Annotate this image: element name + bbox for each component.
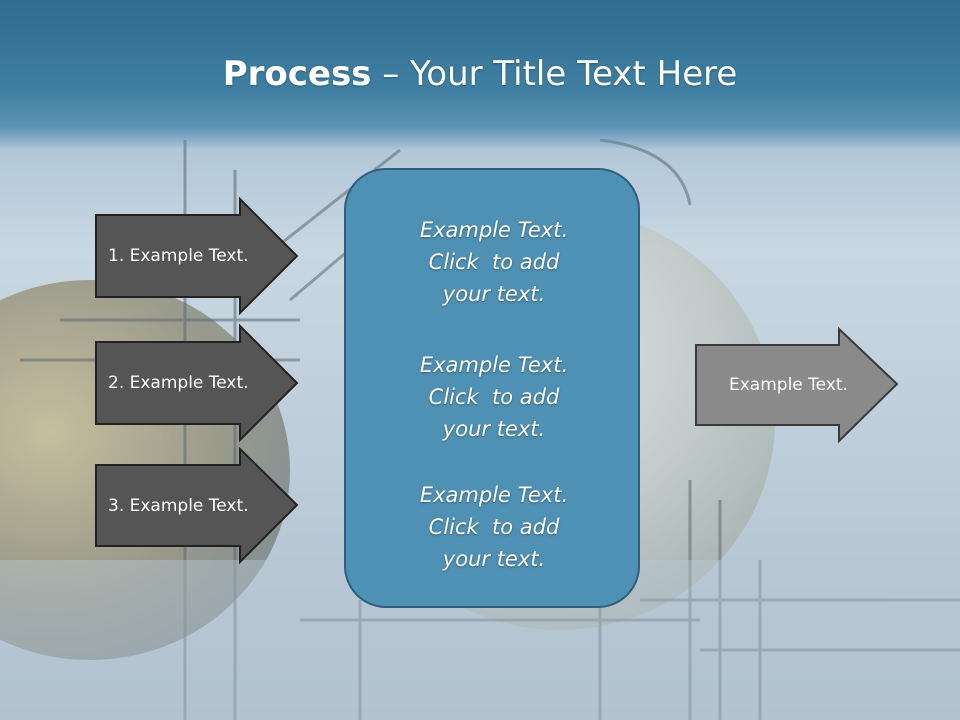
left-arrow-2[interactable] [95, 323, 299, 443]
title-rest: – Your Title Text Here [371, 54, 738, 94]
title-bold: Process [222, 54, 372, 94]
center-line: Click to add [428, 250, 560, 274]
left-arrow-2-label: 2. Example Text. [108, 373, 249, 393]
center-line: Click to add [428, 515, 560, 539]
center-paragraph-3: Example Text. Click to add your text. [346, 479, 642, 575]
right-arrow-label: Example Text. [729, 375, 848, 395]
right-arrow[interactable] [695, 326, 899, 444]
left-arrow-1-label: 1. Example Text. [108, 246, 249, 266]
center-line: Click to add [428, 385, 560, 409]
left-arrow-3[interactable] [95, 446, 299, 565]
title-band [0, 0, 960, 150]
center-line: your text. [442, 282, 546, 306]
left-arrow-3-label: 3. Example Text. [108, 496, 249, 516]
center-line: your text. [442, 547, 546, 571]
left-arrow-1[interactable] [95, 196, 299, 316]
center-line: Example Text. [419, 218, 569, 242]
center-line: your text. [442, 417, 546, 441]
center-paragraph-2: Example Text. Click to add your text. [346, 349, 642, 445]
center-line: Example Text. [419, 483, 569, 507]
center-paragraph-1: Example Text. Click to add your text. [346, 214, 642, 310]
center-text-box[interactable]: Example Text. Click to add your text. Ex… [344, 168, 640, 608]
center-line: Example Text. [419, 353, 569, 377]
slide-title: Process – Your Title Text Here [0, 52, 960, 96]
